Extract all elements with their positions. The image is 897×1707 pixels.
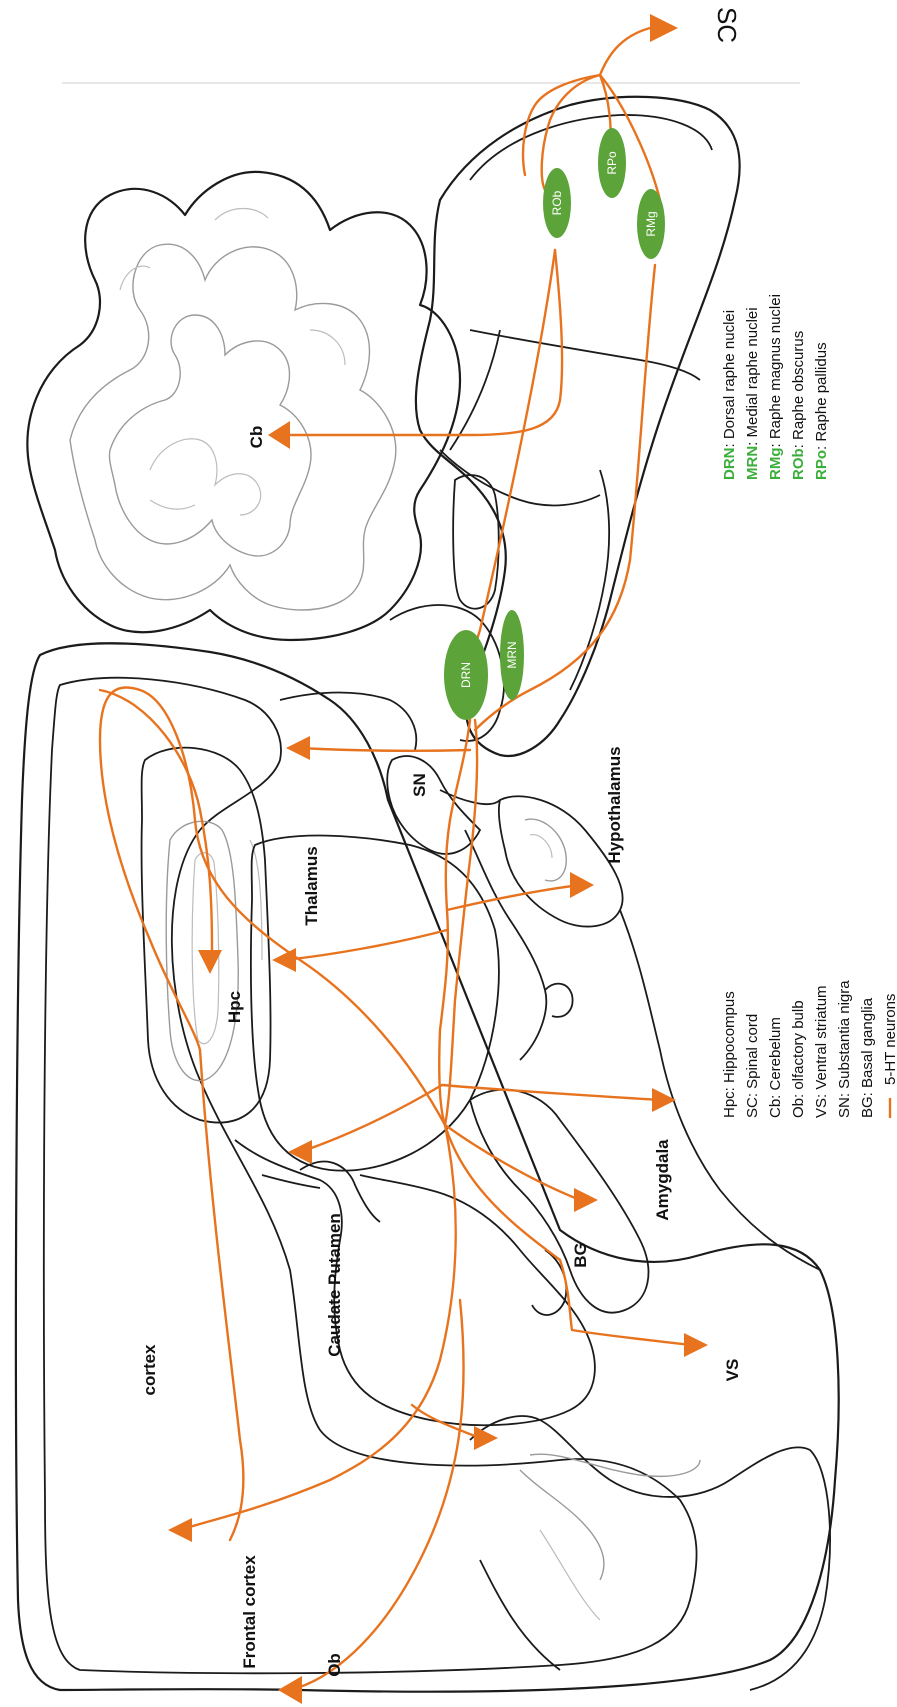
fiber-terminals — [168, 14, 708, 1704]
arrow-ob — [278, 1676, 302, 1704]
cerebellum-outline — [27, 172, 460, 640]
legend-bg: BG: Basal ganglia — [859, 997, 876, 1118]
fiber-to-sc — [600, 28, 650, 75]
arrow-putamen — [474, 1426, 498, 1450]
label-bg: BG — [571, 1242, 590, 1268]
nucleus-rob: ROb — [543, 168, 571, 238]
abbreviation-legend: Hpc: Hippocompus SC: Spinal cord Cb: Cer… — [721, 980, 897, 1118]
label-hpc: Hpc — [225, 991, 244, 1023]
nucleus-drn-label: DRN — [459, 662, 473, 688]
fiber-to-thalamus — [285, 930, 447, 960]
nucleus-rmg-label: RMg — [644, 211, 658, 236]
legend-fiber: 5-HT neurons — [882, 994, 897, 1085]
raphe-legend-rpo: RPo: Raphe pallidus — [813, 342, 830, 480]
nucleus-mrn: MRN — [500, 610, 524, 700]
fiber-drn-trunk-2 — [445, 720, 477, 1125]
fiber-to-bg — [445, 1125, 580, 1200]
raphe-legend-mrn: MRN: Medial raphe nuclei — [744, 307, 761, 480]
nucleus-drn: DRN — [444, 630, 488, 720]
fiber-to-caudate — [300, 1085, 442, 1152]
legend-vs: VS: Ventral striatum — [813, 985, 830, 1118]
arrow-vs — [684, 1333, 708, 1357]
fiber-to-cb — [275, 250, 562, 435]
label-thalamus: Thalamus — [302, 846, 321, 925]
label-sn: SN — [410, 773, 429, 797]
label-vs: VS — [723, 1359, 742, 1382]
label-caudate-putamen: Caudate Putamen — [325, 1213, 344, 1357]
arrow-midbrain — [286, 736, 310, 760]
label-hypothalamus: Hypothalamus — [605, 746, 624, 863]
label-cb: Cb — [247, 426, 266, 449]
legend-sc: SC: Spinal cord — [744, 1014, 761, 1118]
legend-cb: Cb: Cerebelum — [767, 1017, 784, 1118]
legend-hpc: Hpc: Hippocompus — [721, 991, 738, 1118]
raphe-legend: DRN: Dorsal raphe nuclei MRN: Medial rap… — [721, 294, 830, 480]
legend-sn: SN: Substantia nigra — [836, 980, 853, 1118]
raphe-legend-rmg: RMg: Raphe magnus nuclei — [767, 294, 784, 480]
fiber-to-cortex-loop — [100, 687, 445, 1125]
label-ob: Ob — [325, 1653, 344, 1677]
legend-ob: Ob: olfactory bulb — [790, 1000, 807, 1118]
arrow-amygdala — [652, 1088, 676, 1112]
fiber-to-midbrain — [300, 748, 470, 751]
arrow-bg — [574, 1188, 598, 1212]
label-amygdala: Amygdala — [653, 1139, 672, 1221]
fiber-to-ob — [290, 1300, 464, 1690]
arrow-cb — [268, 421, 290, 449]
nucleus-rob-label: ROb — [550, 190, 564, 215]
arrow-cortex — [168, 1518, 192, 1542]
label-frontal-cortex: Frontal cortex — [240, 1555, 259, 1669]
nucleus-rpo-label: RPo — [605, 151, 619, 175]
brain-outline — [16, 643, 839, 1691]
label-cortex: cortex — [140, 1344, 159, 1396]
raphe-nuclei: DRN MRN ROb RPo RMg — [444, 128, 665, 720]
raphe-legend-rob: ROb: Raphe obscurus — [790, 331, 807, 480]
serotonin-fibers — [100, 28, 690, 1690]
arrow-thalamus — [272, 948, 296, 972]
nucleus-rpo: RPo — [598, 128, 626, 198]
fiber-branch — [412, 1405, 480, 1438]
label-sc: SC — [712, 7, 742, 43]
raphe-legend-drn: DRN: Dorsal raphe nuclei — [721, 310, 738, 480]
arrow-hypothalamus — [570, 872, 594, 898]
fiber-drn-trunk — [439, 720, 470, 1125]
nucleus-mrn-label: MRN — [505, 641, 519, 668]
arrow-sc — [650, 14, 678, 42]
nucleus-rmg: RMg — [637, 189, 665, 259]
